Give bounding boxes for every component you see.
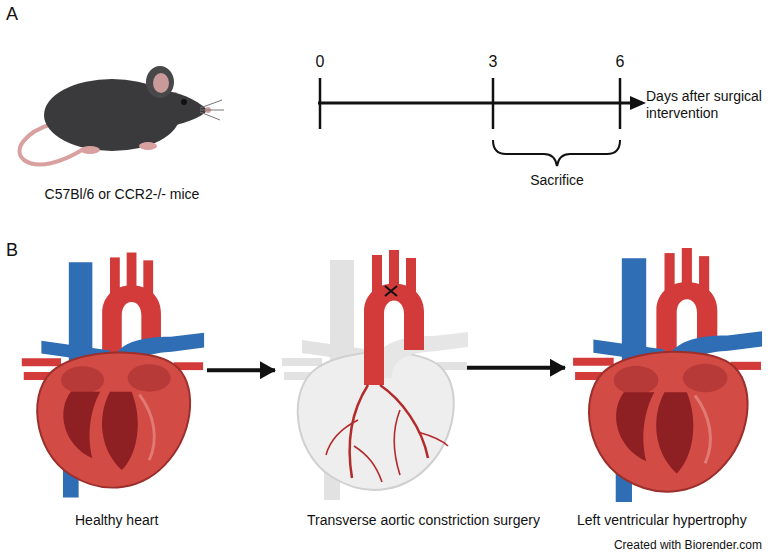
bracket-label: Sacrifice xyxy=(530,172,584,189)
heart-illustration: Transverse aortic constriction surgery xyxy=(275,255,467,495)
heart-label: Healthy heart xyxy=(75,512,158,529)
hypertrophy-heart-drawing xyxy=(573,248,762,502)
day-number: 3 xyxy=(489,52,498,71)
heart-illustration: Left ventricular hypertrophy xyxy=(565,255,765,500)
day-number: 0 xyxy=(316,52,325,71)
axis-label: Days after surgical intervention xyxy=(646,88,768,122)
arrow-connector xyxy=(467,366,565,370)
day-number: 6 xyxy=(616,52,625,71)
healthy-heart-drawing xyxy=(22,253,204,498)
bracket xyxy=(493,140,620,166)
tac-heart-drawing xyxy=(282,250,468,500)
mouse-illustration xyxy=(20,66,224,165)
heart-label: Transverse aortic constriction surgery xyxy=(307,512,540,529)
timeline xyxy=(318,78,646,166)
heart-illustration: Healthy heart xyxy=(15,255,207,500)
mouse-strain-label: C57Bl/6 or CCR2-/- mice xyxy=(45,186,200,203)
arrow-connector xyxy=(207,368,275,372)
panel-letter: A xyxy=(6,4,18,26)
panel-letter: B xyxy=(6,240,18,262)
heart-label: Left ventricular hypertrophy xyxy=(577,512,747,529)
credit-note: Created with Biorender.com xyxy=(614,538,762,552)
